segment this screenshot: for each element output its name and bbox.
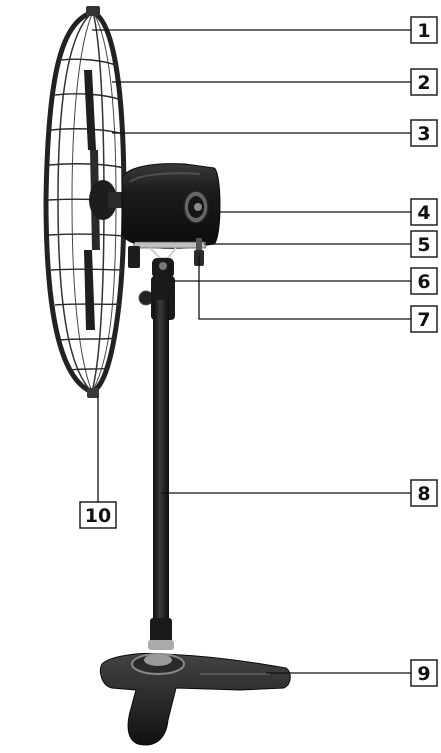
callout-4-label: 4 — [417, 202, 430, 224]
callout-9: 9 — [410, 659, 438, 687]
callout-2: 2 — [410, 68, 438, 96]
callout-8: 8 — [410, 479, 438, 507]
motor-housing — [121, 163, 221, 249]
leader-lines — [92, 29, 411, 674]
callout-10: 10 — [79, 501, 117, 529]
callout-5-label: 5 — [417, 234, 430, 256]
callout-2-label: 2 — [417, 72, 430, 94]
pole — [148, 300, 174, 650]
callout-3: 3 — [410, 119, 438, 147]
callout-9-label: 9 — [417, 663, 430, 685]
callout-3-label: 3 — [417, 123, 430, 145]
callout-7: 7 — [410, 305, 438, 333]
callout-5: 5 — [410, 230, 438, 258]
callout-8-label: 8 — [417, 483, 430, 505]
callout-7-label: 7 — [417, 309, 430, 331]
callout-1: 1 — [410, 16, 438, 44]
callout-6: 6 — [410, 267, 438, 295]
cross-base — [99, 653, 291, 746]
callout-1-label: 1 — [417, 20, 430, 42]
fan-guard — [43, 6, 127, 398]
callout-10-label: 10 — [85, 505, 111, 527]
callout-6-label: 6 — [417, 271, 430, 293]
callout-4: 4 — [410, 198, 438, 226]
